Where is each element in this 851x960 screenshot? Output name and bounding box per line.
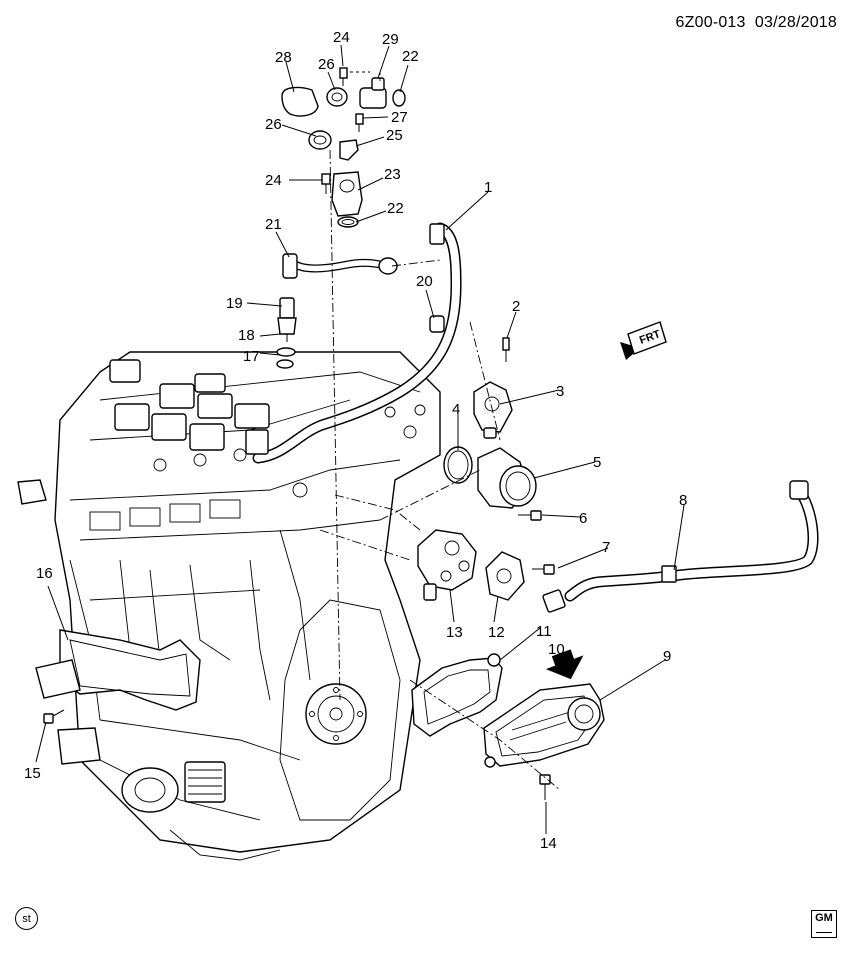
gm-logo: GM <box>811 910 837 938</box>
callout-11: 11 <box>536 623 552 640</box>
coolant-temperature-sensor <box>276 297 297 369</box>
callout-29: 29 <box>382 31 399 48</box>
thermostat-housing-cover <box>473 337 513 439</box>
callout-4: 4 <box>452 401 460 418</box>
leader-lines <box>35 44 685 834</box>
callout-27: 27 <box>391 109 408 126</box>
callout-20: 20 <box>416 273 433 290</box>
st-badge-text: st <box>22 912 31 925</box>
cover-gasket <box>411 657 503 737</box>
callout-3: 3 <box>556 383 564 400</box>
callout-23: 23 <box>384 166 401 183</box>
callout-21: 21 <box>265 216 282 233</box>
callout-1: 1 <box>484 179 492 196</box>
callout-28: 28 <box>275 49 292 66</box>
valve-gasket <box>485 551 525 601</box>
left-side-gasket <box>35 629 201 711</box>
callout-26-upper: 26 <box>318 56 335 73</box>
thermostat-housing <box>477 447 537 509</box>
cover-bolt <box>539 774 551 800</box>
heater-hose <box>542 480 819 613</box>
engine-assembly <box>17 351 441 861</box>
coolant-control-valve <box>417 529 477 601</box>
engine-front-cover <box>483 683 605 768</box>
diagram-code: 6Z00-013 <box>675 14 746 31</box>
diagram-date: 03/28/2018 <box>754 14 837 31</box>
housing-bolt <box>518 510 542 521</box>
callout-18: 18 <box>238 327 255 344</box>
callout-16: 16 <box>36 565 53 582</box>
callout-15: 15 <box>24 765 41 782</box>
callout-9: 9 <box>663 648 671 665</box>
callout-13: 13 <box>446 624 463 641</box>
callout-26-lower: 26 <box>265 116 282 133</box>
callout-14: 14 <box>540 835 557 852</box>
gm-logo-text: GM <box>815 912 833 924</box>
callout-8: 8 <box>679 492 687 509</box>
callout-10: 10 <box>548 641 565 658</box>
callout-24-lower: 24 <box>265 172 282 189</box>
callout-22-lower: 22 <box>387 200 404 217</box>
diagram-header: 6Z00-013 03/28/2018 <box>676 14 837 32</box>
callout-numbers: 1 2 3 4 5 6 7 8 9 10 11 12 13 14 15 16 1… <box>24 29 687 852</box>
callout-7: 7 <box>602 539 610 556</box>
hose-clip <box>429 315 445 333</box>
upper-fitting-assembly <box>281 67 406 228</box>
callout-25: 25 <box>386 127 403 144</box>
callout-24-upper: 24 <box>333 29 350 46</box>
callout-17: 17 <box>243 348 260 365</box>
st-badge: st <box>15 907 38 930</box>
bypass-pipe <box>282 253 398 279</box>
pump-bolt <box>532 564 555 575</box>
callout-5: 5 <box>593 454 601 471</box>
callout-2: 2 <box>512 298 520 315</box>
callout-22-upper: 22 <box>402 48 419 65</box>
upper-coolant-hose <box>245 222 462 464</box>
callout-6: 6 <box>579 510 587 527</box>
gasket-bolt <box>43 709 65 724</box>
callout-12: 12 <box>488 624 505 641</box>
callout-19: 19 <box>226 295 243 312</box>
view-arrow <box>545 649 584 680</box>
front-direction-indicator: FRT <box>620 321 667 360</box>
